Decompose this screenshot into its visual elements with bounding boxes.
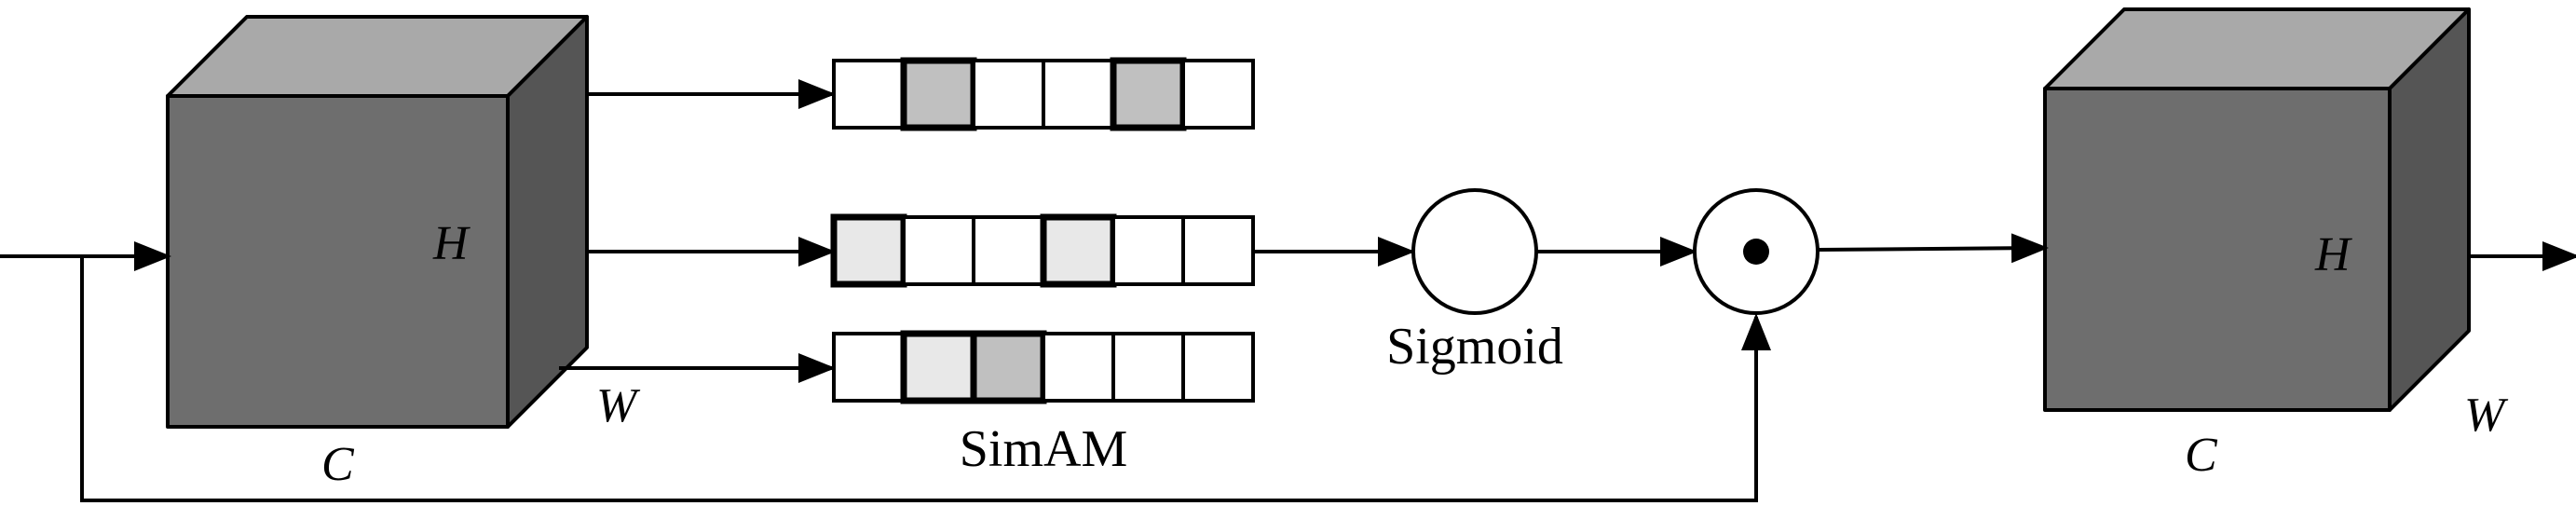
input-cube-w-label: W <box>596 379 641 432</box>
multiply-to-output-arrow <box>1818 233 2049 264</box>
connectors <box>0 79 2576 502</box>
sigmoid-label: Sigmoid <box>1386 318 1563 376</box>
vector-cell <box>832 332 906 403</box>
vector-cell <box>832 59 906 130</box>
vector-cell <box>1111 332 1185 403</box>
simam-label: SimAM <box>960 420 1128 478</box>
output-cube-c-label: C <box>2185 429 2218 482</box>
input-feature-cube: H W C <box>166 15 641 491</box>
vector-cell <box>1110 57 1187 131</box>
vector-cell <box>830 213 907 288</box>
vector-cell <box>972 215 1045 286</box>
vector-cell <box>970 330 1047 404</box>
vector-cell <box>1042 332 1115 403</box>
vector-cell <box>900 330 977 404</box>
attention-vector-1 <box>832 57 1255 131</box>
vector-cell <box>1111 215 1185 286</box>
attention-vector-3 <box>832 330 1255 404</box>
vector-cell <box>902 215 975 286</box>
vector-cell <box>1042 59 1115 130</box>
input-cube-h-label: H <box>432 217 470 270</box>
elementwise-multiply-node <box>1693 188 1820 315</box>
output-cube-h-label: H <box>2314 228 2352 281</box>
vector-cell <box>900 57 977 131</box>
input-cube-front <box>166 94 510 429</box>
simam-attention-vectors <box>830 57 1255 404</box>
output-cube-w-label: W <box>2464 389 2509 442</box>
multiply-dot-icon <box>1743 239 1769 265</box>
vector-cell <box>972 59 1045 130</box>
skip-connection <box>80 256 1771 502</box>
attention-vector-2 <box>830 213 1255 288</box>
vector-cell <box>1181 332 1255 403</box>
input-cube-c-label: C <box>321 438 355 491</box>
output-feature-cube: H W C <box>2043 7 2509 482</box>
vector-cell <box>1040 213 1117 288</box>
vector-cell <box>1181 215 1255 286</box>
vector-cell <box>1181 59 1255 130</box>
sigmoid-node <box>1411 188 1538 315</box>
